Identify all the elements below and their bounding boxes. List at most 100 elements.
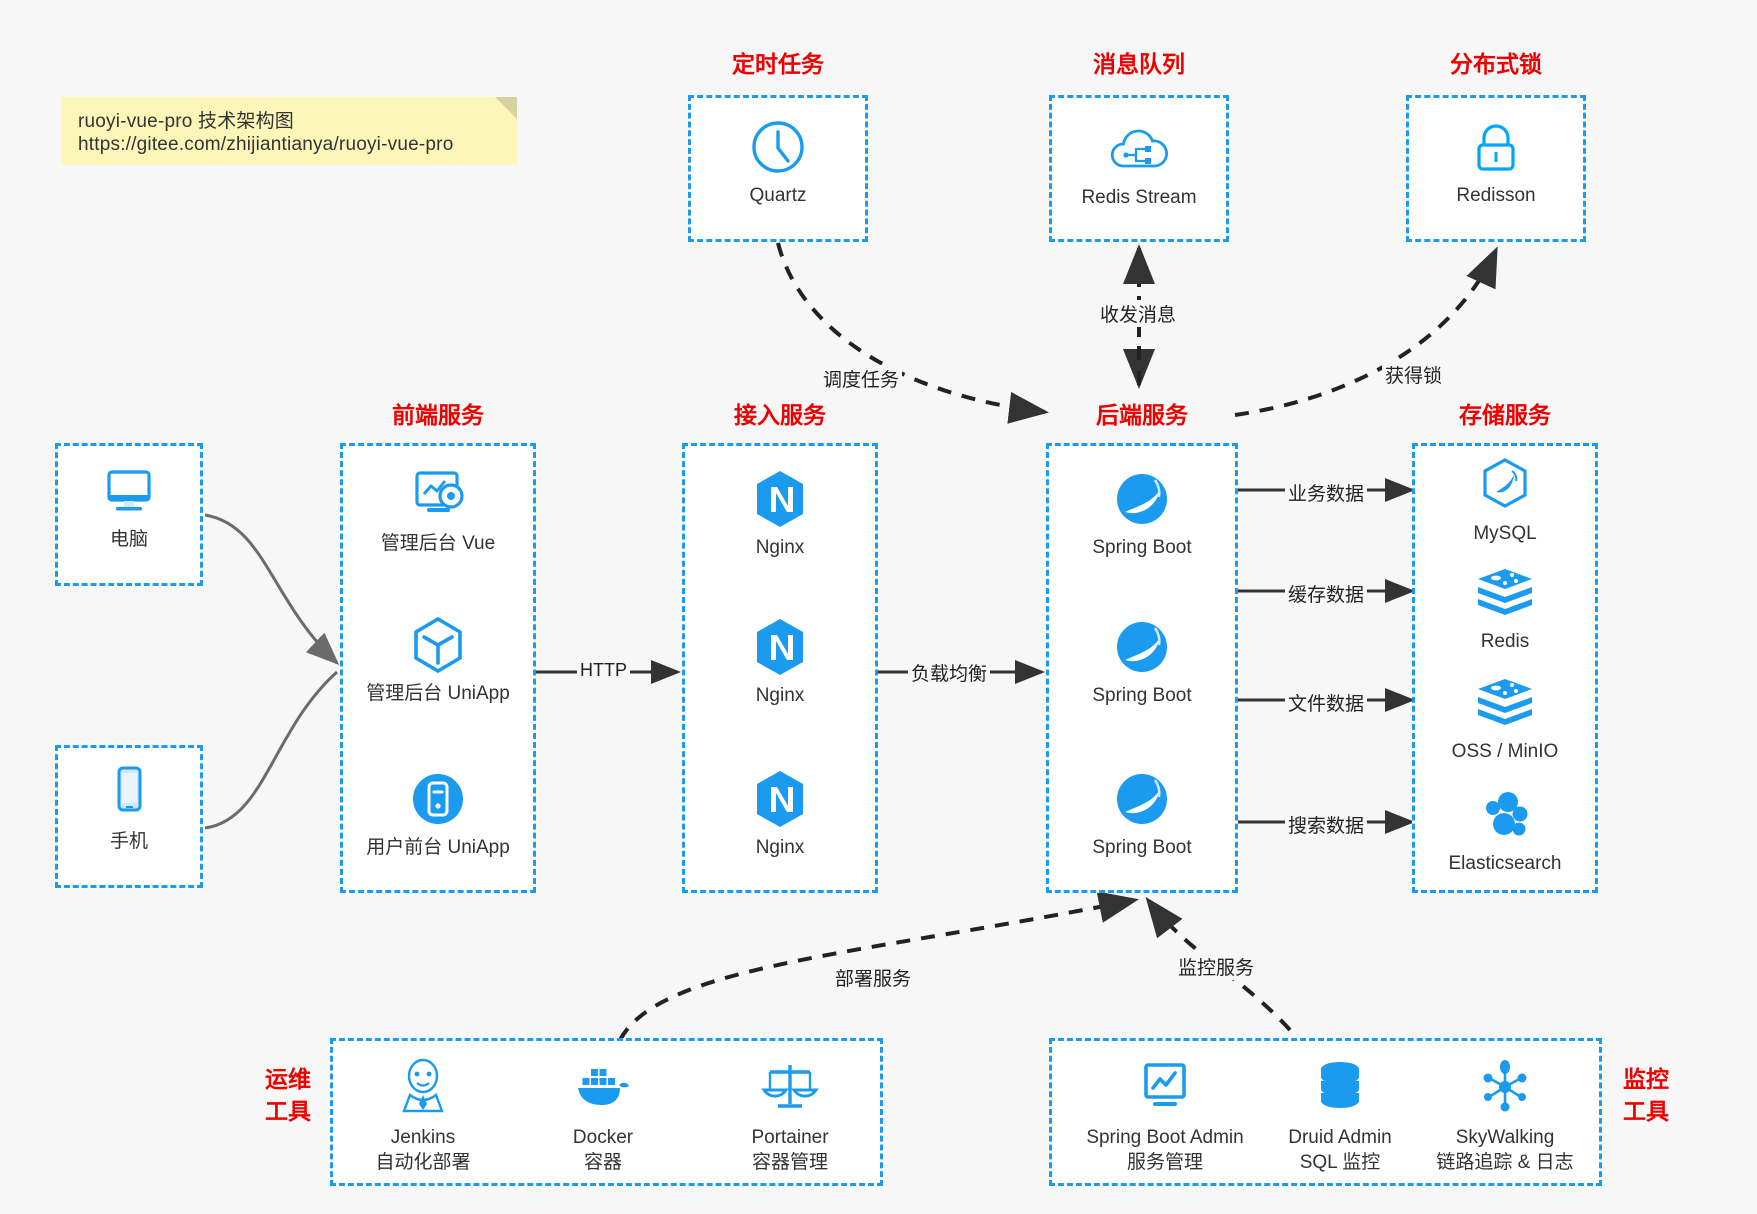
node-spring-boot-2[interactable]: Spring Boot	[1049, 616, 1235, 708]
scales-icon	[705, 1055, 875, 1119]
node-label: Redisson	[1456, 185, 1536, 206]
node-redisson[interactable]: Redisson	[1409, 116, 1583, 208]
node-label: Redis Stream	[1081, 187, 1197, 208]
node-docker[interactable]: Docker 容器	[523, 1055, 683, 1175]
group-title-lock: 分布式锁	[1450, 51, 1542, 77]
mobile-circle-icon	[343, 768, 533, 830]
group-box-mq[interactable]: Redis Stream	[1049, 95, 1229, 242]
node-redis-stream[interactable]: Redis Stream	[1052, 118, 1226, 210]
group-title-monitoring-line2: 工具	[1623, 1098, 1669, 1124]
node-label: 手机	[109, 831, 148, 852]
node-sublabel: 服务管理	[1126, 1151, 1203, 1173]
node-label: Docker	[572, 1127, 634, 1148]
redis-stack-icon	[1415, 672, 1595, 734]
node-sublabel: 容器	[583, 1151, 622, 1173]
database-cylinder-icon	[1250, 1055, 1430, 1119]
mysql-dolphin-icon	[1415, 454, 1595, 516]
nginx-icon	[685, 468, 875, 530]
node-portainer[interactable]: Portainer 容器管理	[705, 1055, 875, 1175]
node-label: Nginx	[755, 685, 805, 706]
node-label: Druid Admin	[1288, 1127, 1392, 1148]
spring-boot-icon	[1049, 468, 1235, 530]
group-box-monitoring[interactable]: Spring Boot Admin 服务管理 Druid Admin SQL 监…	[1049, 1038, 1602, 1186]
group-title-devops-line1: 运维	[265, 1066, 311, 1092]
node-sublabel: 自动化部署	[375, 1151, 471, 1173]
note-url: https://gitee.com/zhijiantianya/ruoyi-vu…	[78, 134, 454, 155]
node-label: 管理后台 UniApp	[366, 683, 510, 704]
edge-label-business-data: 业务数据	[1285, 479, 1368, 506]
nginx-icon	[685, 768, 875, 830]
edge-label-schedule-task: 调度任务	[820, 365, 903, 392]
group-box-gateway[interactable]: Nginx Nginx Nginx	[682, 443, 878, 893]
edge-label-search-data: 搜索数据	[1285, 811, 1368, 838]
docker-whale-icon	[523, 1055, 683, 1119]
group-title-gateway: 接入服务	[734, 402, 826, 428]
node-label: Spring Boot Admin	[1086, 1127, 1244, 1148]
node-mysql[interactable]: MySQL	[1415, 454, 1595, 546]
group-box-scheduler[interactable]: Quartz	[688, 95, 868, 242]
cloud-stream-icon	[1052, 118, 1226, 180]
group-title-backend: 后端服务	[1096, 402, 1188, 428]
node-sublabel: SQL 监控	[1299, 1151, 1381, 1173]
node-user-uniapp[interactable]: 用户前台 UniApp	[343, 768, 533, 860]
node-oss-minio[interactable]: OSS / MinIO	[1415, 672, 1595, 764]
node-label: Nginx	[755, 837, 805, 858]
spring-boot-icon	[1049, 768, 1235, 830]
node-label: SkyWalking	[1455, 1127, 1555, 1148]
group-title-scheduler: 定时任务	[732, 51, 824, 77]
node-phone[interactable]: 手机	[58, 762, 200, 854]
node-skywalking[interactable]: SkyWalking 链路追踪 & 日志	[1407, 1055, 1603, 1175]
node-label: 管理后台 Vue	[380, 533, 496, 554]
group-title-frontend: 前端服务	[392, 402, 484, 428]
node-label: Redis	[1480, 631, 1530, 652]
node-admin-uniapp[interactable]: 管理后台 UniApp	[343, 614, 533, 706]
hexagon-cube-icon	[343, 614, 533, 676]
group-title-storage: 存储服务	[1459, 402, 1551, 428]
node-jenkins[interactable]: Jenkins 自动化部署	[343, 1055, 503, 1175]
node-druid-admin[interactable]: Druid Admin SQL 监控	[1250, 1055, 1430, 1175]
group-box-devops[interactable]: Jenkins 自动化部署 Docker 容器	[330, 1038, 883, 1186]
node-nginx-2[interactable]: Nginx	[685, 616, 875, 708]
group-box-client-desktop[interactable]: 电脑	[55, 443, 203, 586]
node-label: Spring Boot	[1092, 537, 1192, 558]
group-box-client-mobile[interactable]: 手机	[55, 745, 203, 888]
node-quartz[interactable]: Quartz	[691, 116, 865, 208]
node-label: MySQL	[1473, 523, 1537, 544]
node-label: Elasticsearch	[1448, 853, 1562, 874]
node-admin-vue[interactable]: 管理后台 Vue	[343, 464, 533, 556]
node-sublabel: 链路追踪 & 日志	[1436, 1151, 1574, 1173]
group-box-storage[interactable]: MySQL Redis	[1412, 443, 1598, 893]
group-box-backend[interactable]: Spring Boot Spring Boot Spring Boot	[1046, 443, 1238, 893]
node-label: OSS / MinIO	[1451, 741, 1559, 762]
node-computer[interactable]: 电脑	[58, 460, 200, 552]
node-spring-boot-1[interactable]: Spring Boot	[1049, 468, 1235, 560]
group-box-lock[interactable]: Redisson	[1406, 95, 1586, 242]
node-label: Nginx	[755, 537, 805, 558]
edge-label-cache-data: 缓存数据	[1285, 580, 1368, 607]
node-elasticsearch[interactable]: Elasticsearch	[1415, 784, 1595, 876]
node-nginx-1[interactable]: Nginx	[685, 468, 875, 560]
monitor-chart-icon	[1060, 1055, 1270, 1119]
node-spring-boot-admin[interactable]: Spring Boot Admin 服务管理	[1060, 1055, 1270, 1175]
node-label: Spring Boot	[1092, 685, 1192, 706]
node-sublabel: 容器管理	[751, 1151, 828, 1173]
spring-boot-icon	[1049, 616, 1235, 678]
node-redis[interactable]: Redis	[1415, 562, 1595, 654]
group-title-mq: 消息队列	[1093, 51, 1185, 77]
nginx-icon	[685, 616, 875, 678]
edge-label-acquire-lock: 获得锁	[1382, 361, 1446, 388]
note-fold-icon	[495, 97, 517, 119]
redis-stack-icon	[1415, 562, 1595, 624]
note-title: ruoyi-vue-pro 技术架构图	[78, 111, 295, 132]
node-label: 用户前台 UniApp	[366, 837, 510, 858]
node-nginx-3[interactable]: Nginx	[685, 768, 875, 860]
clock-icon	[691, 116, 865, 178]
jenkins-butler-icon	[343, 1055, 503, 1119]
node-label: Portainer	[751, 1127, 829, 1148]
edge-label-load-balance: 负载均衡	[908, 659, 991, 686]
group-box-frontend[interactable]: 管理后台 Vue 管理后台 UniApp 用户前台 UniApp	[340, 443, 536, 893]
node-spring-boot-3[interactable]: Spring Boot	[1049, 768, 1235, 860]
padlock-icon	[1409, 116, 1583, 178]
node-label: 电脑	[109, 529, 148, 550]
